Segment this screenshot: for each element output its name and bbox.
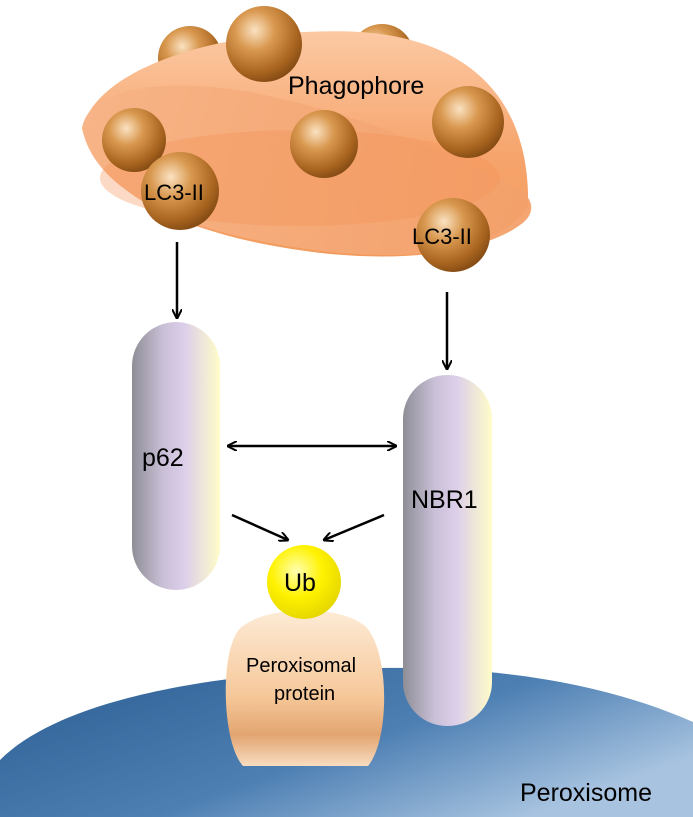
ubiquitin-label: Ub (284, 569, 316, 597)
lc3-sphere-left (102, 108, 166, 172)
lc3-left-label: LC3-II (144, 180, 204, 205)
peroxisomal-protein-label-line2: protein (274, 683, 335, 705)
p62-receptor (132, 322, 220, 590)
phagophore-label: Phagophore (288, 72, 424, 100)
lc3-sphere-top (226, 6, 302, 82)
p62-label: p62 (142, 444, 184, 472)
lc3-sphere-lc3-left (141, 152, 219, 230)
lc3-sphere-right (432, 86, 504, 158)
lc3-sphere-middle (290, 110, 358, 178)
lc3-sphere-lc3-right (416, 198, 490, 272)
arrow-nbr1-to-ub (324, 513, 385, 540)
peroxisomal-protein-label-line1: Peroxisomal (246, 655, 356, 677)
nbr1-label: NBR1 (411, 486, 478, 514)
peroxisomal-protein (225, 610, 385, 766)
phagophore: Phagophore LC3-II LC3-II (82, 6, 532, 272)
nbr1-receptor (403, 375, 492, 726)
ubiquitin-ball (267, 545, 341, 619)
peroxisome-label: Peroxisome (520, 779, 652, 807)
arrow-p62-to-ub (231, 513, 288, 540)
lc3-right-label: LC3-II (412, 224, 472, 249)
